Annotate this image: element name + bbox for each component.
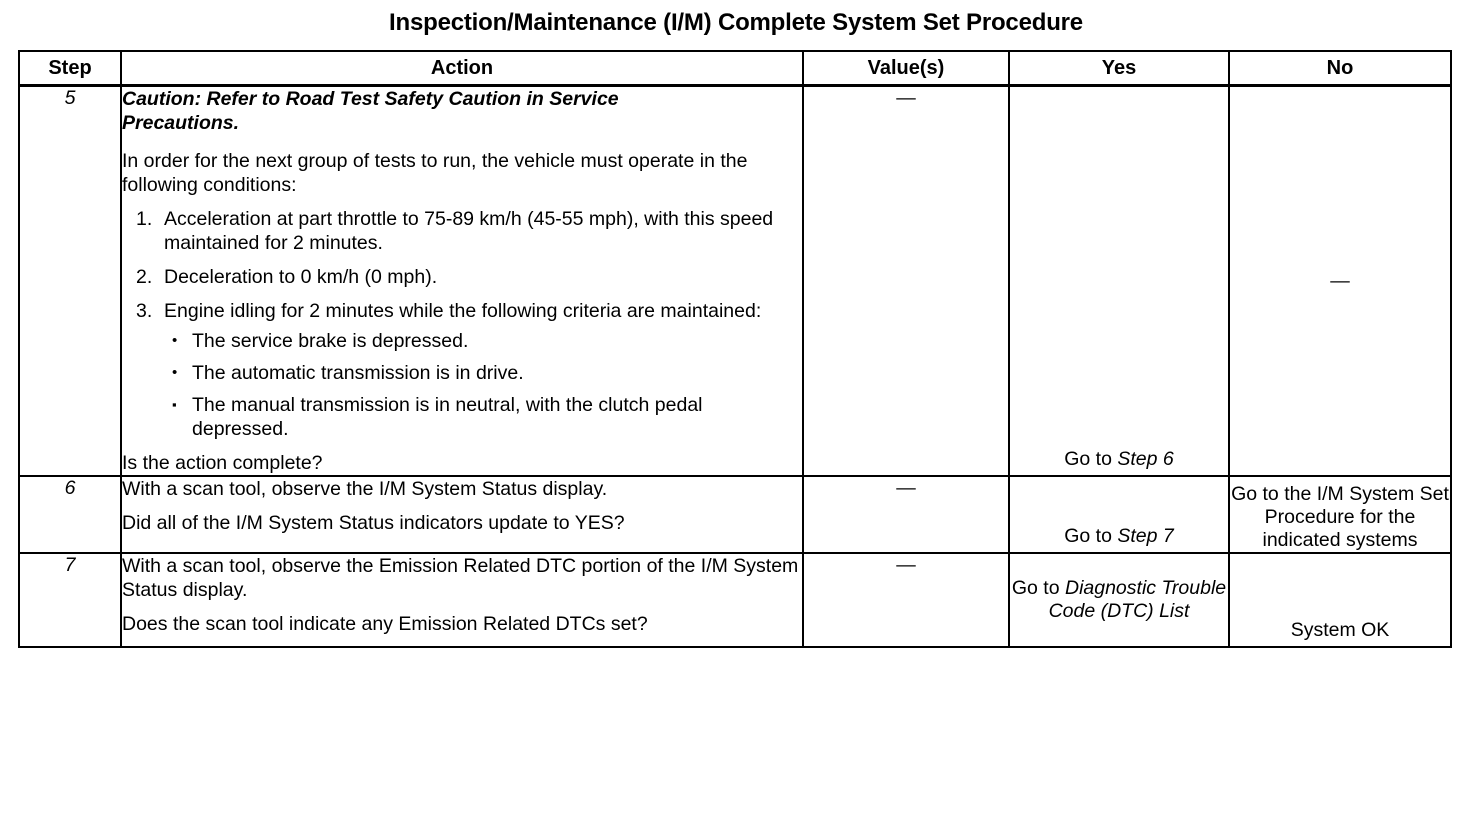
condition-list: 1. Acceleration at part throttle to 75-8… xyxy=(122,207,802,441)
list-item-text: Engine idling for 2 minutes while the fo… xyxy=(164,300,762,322)
yes-reference: Step 7 xyxy=(1117,525,1174,547)
list-item-text: Deceleration to 0 km/h (0 mph). xyxy=(164,266,438,288)
list-item-text: Acceleration at part throttle to 75-89 k… xyxy=(164,208,774,254)
yes-reference: Diagnostic Trouble Code (DTC) List xyxy=(1048,577,1227,622)
list-item: 1. Acceleration at part throttle to 75-8… xyxy=(122,207,802,255)
table-row: 7 With a scan tool, observe the Emission… xyxy=(18,552,1452,648)
caution-text: Refer to Road Test Safety Caution in Ser… xyxy=(122,88,619,134)
yes-cell: Go to Diagnostic Trouble Code (DTC) List xyxy=(1008,552,1230,648)
list-item: ▪ The manual transmission is in neutral,… xyxy=(164,393,802,441)
action-line-2: Did all of the I/M System Status indicat… xyxy=(122,512,625,534)
no-cell: System OK xyxy=(1228,552,1452,648)
step-number: 6 xyxy=(18,475,122,554)
action-line-2: Does the scan tool indicate any Emission… xyxy=(122,613,648,635)
table-row: 6 With a scan tool, observe the I/M Syst… xyxy=(18,475,1452,554)
yes-prefix: Go to xyxy=(1011,577,1065,599)
action-cell: Caution: Refer to Road Test Safety Cauti… xyxy=(120,84,804,477)
bullet-dot-icon: • xyxy=(172,364,178,381)
table-row: 5 Caution: Refer to Road Test Safety Cau… xyxy=(18,84,1452,477)
action-cell: With a scan tool, observe the Emission R… xyxy=(120,552,804,648)
yes-prefix: Go to xyxy=(1064,448,1118,470)
yes-cell: Go to Step 7 xyxy=(1008,475,1230,554)
list-item: 3. Engine idling for 2 minutes while the… xyxy=(122,299,802,441)
list-item-text: The automatic transmission is in drive. xyxy=(192,362,524,384)
list-item-number: 1. xyxy=(136,208,153,230)
value-cell: — xyxy=(802,475,1010,554)
action-question: Is the action complete? xyxy=(122,452,323,474)
value-cell: — xyxy=(802,84,1010,477)
no-cell: Go to the I/M System Set Procedure for t… xyxy=(1228,475,1452,554)
yes-cell: Go to Step 6 xyxy=(1008,84,1230,477)
list-item-text: The manual transmission is in neutral, w… xyxy=(192,394,703,440)
action-cell: With a scan tool, observe the I/M System… xyxy=(120,475,804,554)
column-header-no: No xyxy=(1228,50,1452,87)
table-header-row: Step Action Value(s) Yes No xyxy=(18,50,1452,87)
yes-prefix: Go to xyxy=(1064,525,1118,547)
column-header-step: Step xyxy=(18,50,122,87)
caution-label: Caution: xyxy=(122,88,202,110)
column-header-action: Action xyxy=(120,50,804,87)
action-intro: In order for the next group of tests to … xyxy=(122,150,748,196)
list-item: • The automatic transmission is in drive… xyxy=(164,361,802,385)
column-header-yes: Yes xyxy=(1008,50,1230,87)
step-number: 5 xyxy=(18,84,122,477)
caution-note: Caution: Refer to Road Test Safety Cauti… xyxy=(122,87,702,135)
page-title: Inspection/Maintenance (I/M) Complete Sy… xyxy=(389,9,1083,36)
procedure-table: Step Action Value(s) Yes No 5 Caution: R… xyxy=(18,50,1452,648)
list-item-number: 3. xyxy=(136,300,153,322)
criteria-bullet-list: • The service brake is depressed. • The … xyxy=(164,329,802,441)
action-line-1: With a scan tool, observe the I/M System… xyxy=(122,478,608,500)
list-item: • The service brake is depressed. xyxy=(164,329,802,353)
list-item-text: The service brake is depressed. xyxy=(192,330,469,352)
list-item: 2. Deceleration to 0 km/h (0 mph). xyxy=(122,265,802,289)
column-header-values: Value(s) xyxy=(802,50,1010,87)
no-cell: — xyxy=(1228,84,1452,477)
step-number: 7 xyxy=(18,552,122,648)
action-line-1: With a scan tool, observe the Emission R… xyxy=(122,555,799,601)
bullet-dot-icon: • xyxy=(172,332,178,349)
bullet-square-icon: ▪ xyxy=(172,397,177,412)
list-item-number: 2. xyxy=(136,266,153,288)
yes-reference: Step 6 xyxy=(1117,448,1174,470)
value-cell: — xyxy=(802,552,1010,648)
